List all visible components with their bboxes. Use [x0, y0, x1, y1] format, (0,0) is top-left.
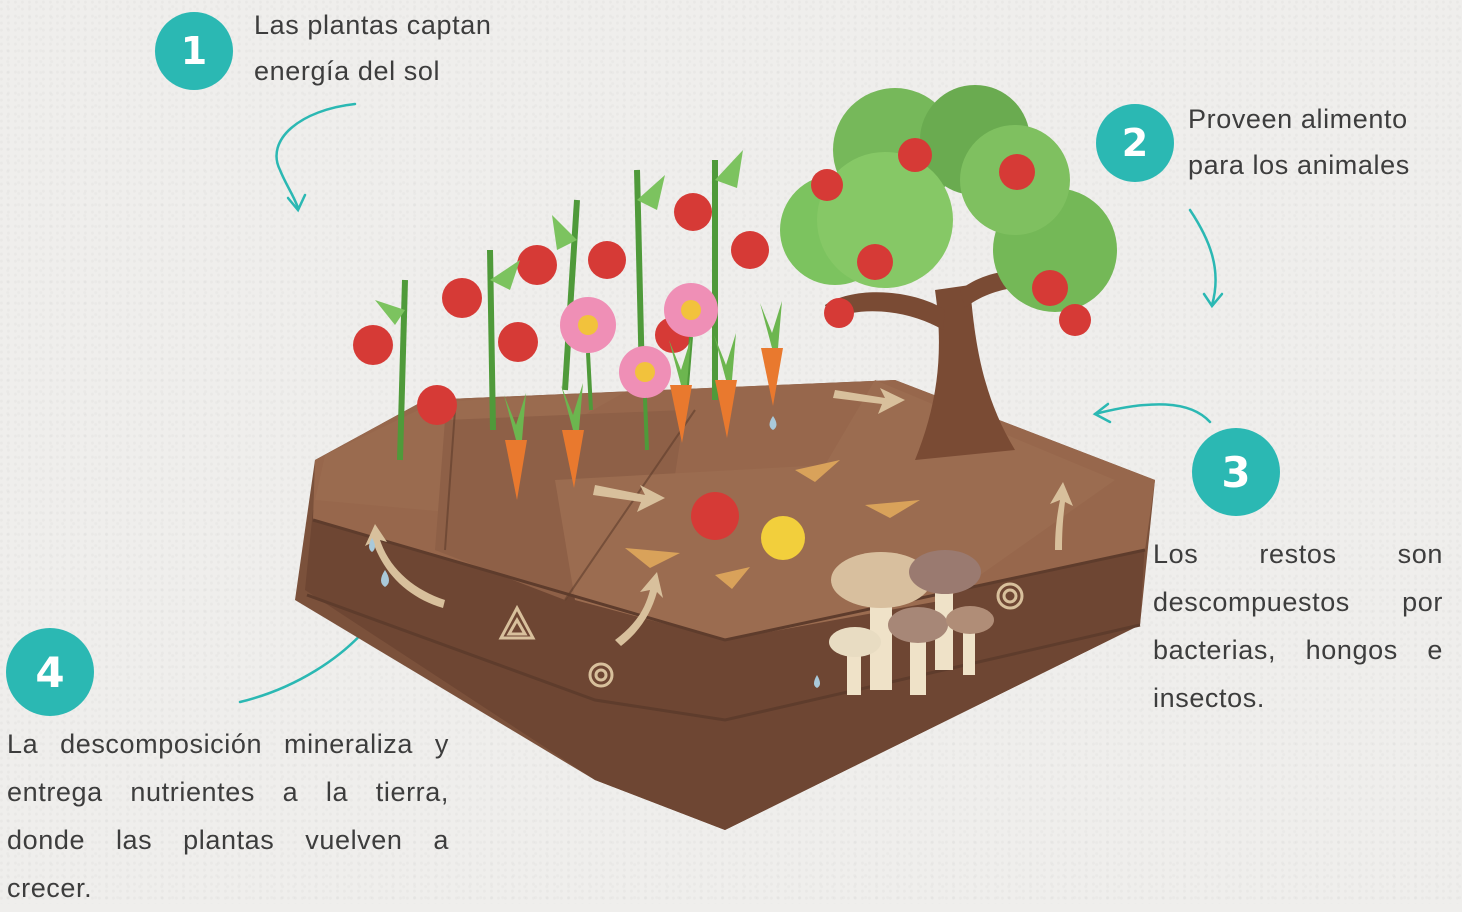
tomato-icon — [417, 385, 457, 425]
leaf-icon — [637, 175, 665, 210]
tomato-icon — [588, 241, 626, 279]
tomato-icon — [517, 245, 557, 285]
tomato-icon — [353, 325, 393, 365]
tomato-icon — [731, 231, 769, 269]
tomato-icon — [442, 278, 482, 318]
apple-icon — [898, 138, 932, 172]
tomato-icon — [498, 322, 538, 362]
flower-icon — [619, 346, 671, 398]
leaf-icon — [375, 300, 405, 325]
tomato-icon — [674, 193, 712, 231]
apple-icon — [824, 298, 854, 328]
apple-icon — [761, 516, 805, 560]
apple-icon — [1032, 270, 1068, 306]
flower-icon — [560, 297, 616, 353]
soil-block — [295, 380, 1155, 830]
flower-icon — [664, 283, 718, 337]
apple-icon — [811, 169, 843, 201]
apple-icon — [1059, 304, 1091, 336]
arrow-icon — [1190, 210, 1216, 305]
leaf-icon — [490, 260, 520, 290]
garden-soil-illustration — [295, 80, 1155, 840]
apple-icon — [857, 244, 893, 280]
leaf-icon — [715, 150, 743, 188]
apple-icon — [999, 154, 1035, 190]
apple-icon — [691, 492, 739, 540]
